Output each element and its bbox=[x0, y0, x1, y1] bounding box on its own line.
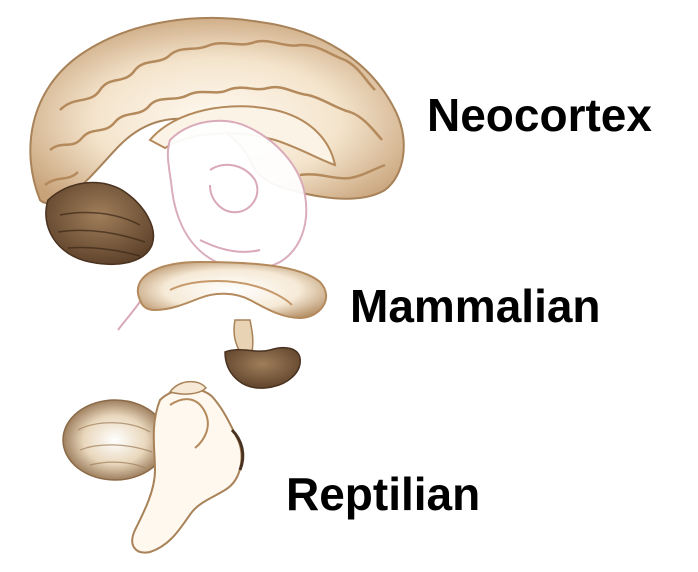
reptilian-label: Reptilian bbox=[286, 471, 480, 517]
mammalian-shape bbox=[138, 262, 326, 388]
reptilian-shape bbox=[63, 382, 243, 553]
mammalian-label: Mammalian bbox=[350, 283, 601, 329]
cerebellum-dark-shape bbox=[46, 183, 154, 265]
neocortex-label: Neocortex bbox=[427, 92, 652, 138]
